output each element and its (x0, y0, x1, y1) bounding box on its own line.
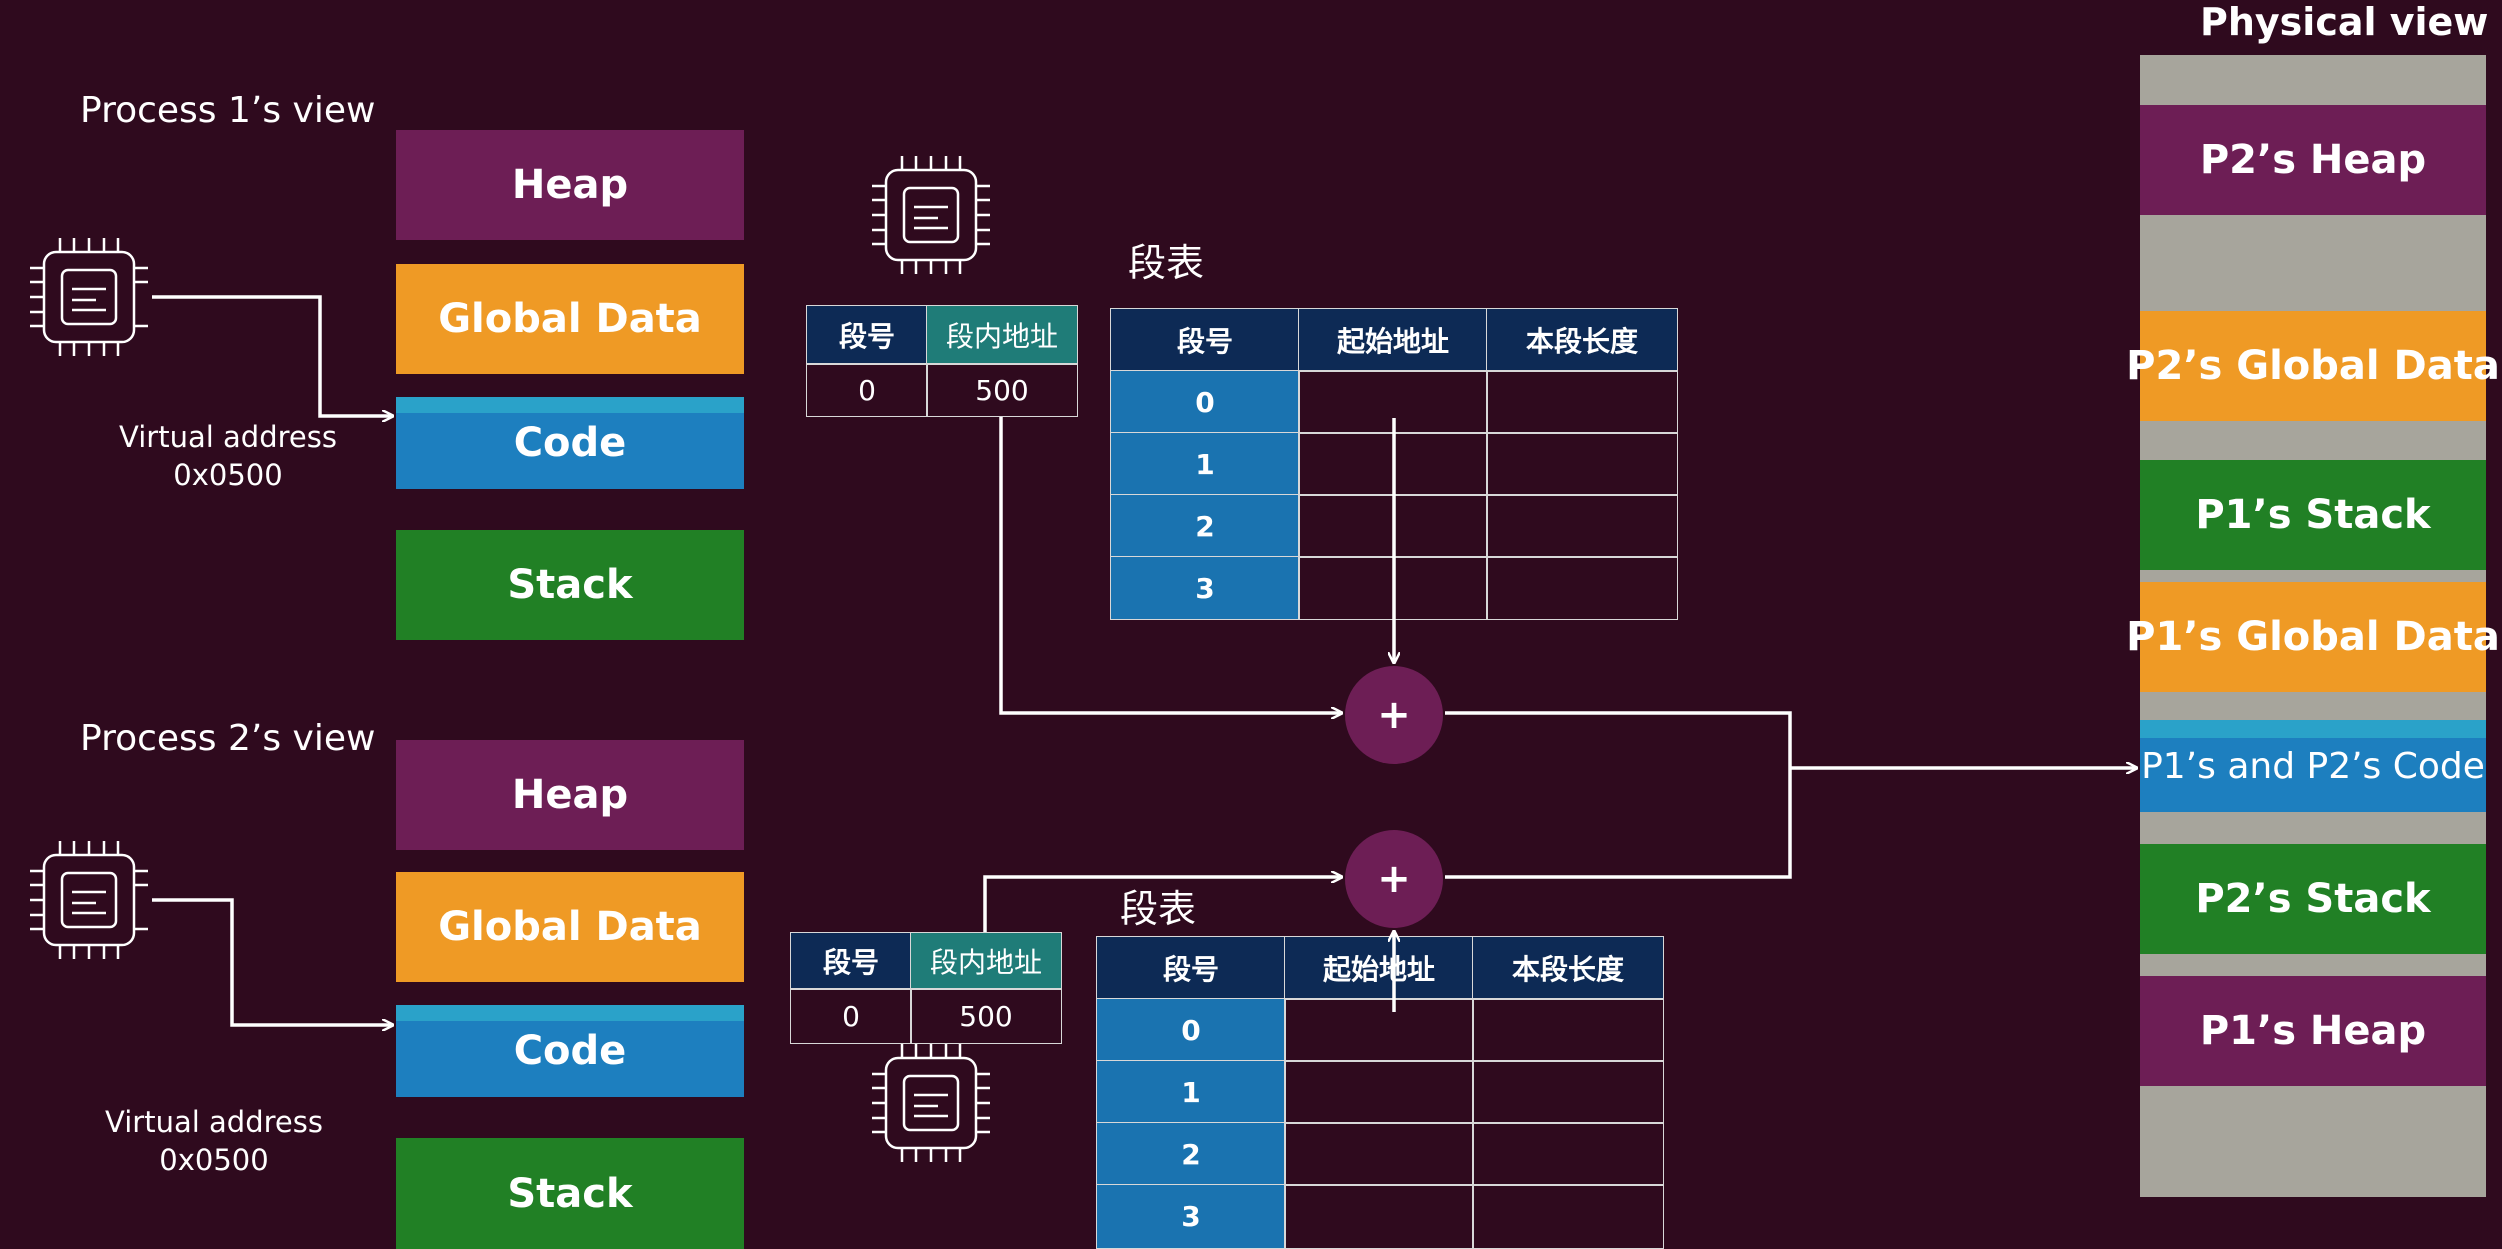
t1-cell (1486, 432, 1678, 496)
phys-p2-heap: P2’s Heap (2140, 105, 2486, 215)
t1-row-index: 3 (1110, 556, 1300, 620)
addr1-header-seg: 段号 (806, 305, 928, 365)
p2-virtual-address: Virtual address 0x0500 (94, 1103, 334, 1179)
addr1-offset-value: 500 (926, 363, 1078, 417)
p1-virtual-address: Virtual address 0x0500 (108, 418, 348, 494)
cpu-chip-icon (30, 841, 148, 959)
p1-virtual-address-value: 0x0500 (173, 458, 283, 492)
t2-cell (1284, 1060, 1474, 1124)
p2-stack-segment: Stack (396, 1138, 744, 1249)
t2-cell (1472, 998, 1664, 1062)
p2-code-segment: Code (396, 1005, 744, 1097)
p2-address-arrow (152, 898, 392, 1025)
phys-p1-global-data: P1’s Global Data (2126, 582, 2500, 692)
phys-p2-global-data: P2’s Global Data (2126, 311, 2500, 421)
t1-row-index: 1 (1110, 432, 1300, 496)
p1-address-arrow (152, 295, 392, 416)
phys-p1-stack: P1’s Stack (2140, 460, 2486, 570)
t2-row-index: 0 (1096, 998, 1286, 1062)
t1-cell (1486, 494, 1678, 558)
t1-cell (1486, 370, 1678, 434)
offset2-arrow (983, 877, 1341, 932)
t1-cell (1486, 556, 1678, 620)
p2-virtual-address-label: Virtual address (105, 1105, 323, 1139)
t1-header-seg: 段号 (1110, 308, 1300, 372)
offset1-arrow (999, 417, 1341, 713)
t2-row-index: 2 (1096, 1122, 1286, 1186)
p2-global-data-segment: Global Data (396, 872, 744, 982)
adder-1: + (1345, 666, 1443, 764)
phys-p1-heap: P1’s Heap (2140, 976, 2486, 1086)
adder-merge-line (1445, 711, 1792, 879)
p1-stack-segment: Stack (396, 530, 744, 640)
t1-header-start: 起始地址 (1298, 308, 1488, 372)
process2-title: Process 2’s view (80, 718, 376, 759)
addr1-header-offset: 段内地址 (926, 305, 1078, 365)
cpu-chip-icon (30, 238, 148, 356)
adder-2: + (1345, 830, 1443, 928)
segment-table1-title: 段表 (1128, 241, 1205, 285)
t1-row-index: 0 (1110, 370, 1300, 434)
t1-header-length: 本段长度 (1486, 308, 1678, 372)
t2-cell (1472, 1060, 1664, 1124)
p2-heap-segment: Heap (396, 740, 744, 850)
t2-header-seg: 段号 (1096, 936, 1286, 1000)
phys-p2-stack: P2’s Stack (2140, 844, 2486, 954)
addr1-seg-value: 0 (806, 363, 928, 417)
t1-row-index: 2 (1110, 494, 1300, 558)
addr2-seg-value: 0 (790, 988, 912, 1044)
phys-shared-code: P1’s and P2’s Code (2140, 720, 2486, 812)
t2-cell (1284, 1122, 1474, 1186)
p2-virtual-address-value: 0x0500 (159, 1143, 269, 1177)
p1-global-data-segment: Global Data (396, 264, 744, 374)
addr2-header-offset: 段内地址 (910, 932, 1062, 990)
t2-header-start: 起始地址 (1284, 936, 1474, 1000)
addr2-offset-value: 500 (910, 988, 1062, 1044)
segment-table2-title: 段表 (1120, 887, 1197, 931)
p1-virtual-address-label: Virtual address (119, 420, 337, 454)
cpu-chip-icon (872, 1044, 990, 1162)
addr2-header-seg: 段号 (790, 932, 912, 990)
t2-cell (1284, 998, 1474, 1062)
cpu-chip-icon (872, 156, 990, 274)
process1-title: Process 1’s view (80, 90, 376, 131)
p1-code-segment: Code (396, 397, 744, 489)
t2-row-index: 1 (1096, 1060, 1286, 1124)
p1-heap-segment: Heap (396, 130, 744, 240)
t2-cell (1472, 1122, 1664, 1186)
t2-header-length: 本段长度 (1472, 936, 1664, 1000)
physical-view-title: Physical view (2200, 0, 2489, 44)
